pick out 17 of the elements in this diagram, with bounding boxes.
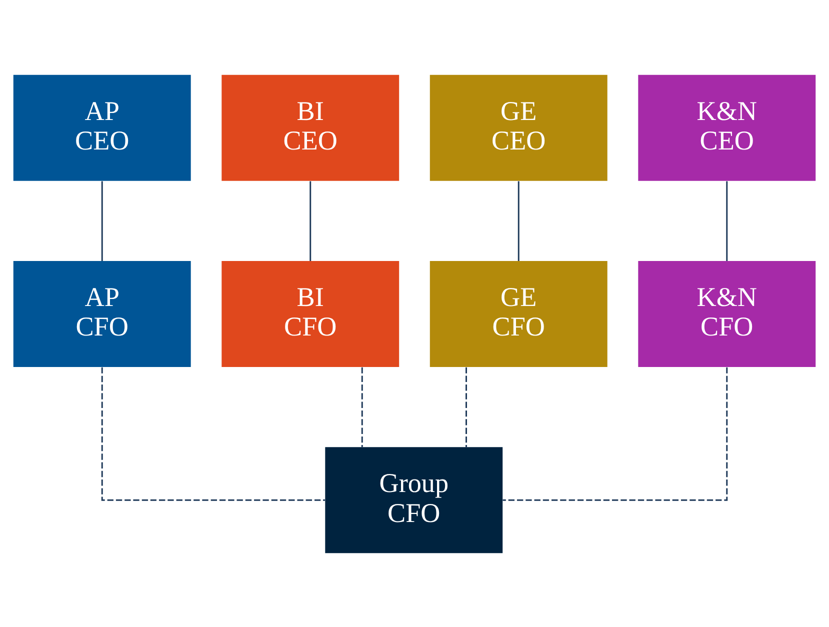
connector <box>361 366 363 447</box>
connector <box>518 180 520 260</box>
node-box: K&N CFO <box>638 260 816 366</box>
connector <box>101 180 103 260</box>
connector <box>466 366 467 447</box>
node-box: BI CFO <box>222 260 400 366</box>
node-box: AP CEO <box>13 74 191 180</box>
node-box: BI CEO <box>222 74 400 180</box>
node-box: GE CFO <box>430 260 608 366</box>
node-box: Group CFO <box>325 446 503 553</box>
connector <box>502 366 728 500</box>
connector <box>310 180 312 260</box>
node-box: GE CEO <box>430 74 608 180</box>
node-box: AP CFO <box>13 260 191 366</box>
connector <box>726 180 728 260</box>
connector <box>101 366 325 500</box>
node-box: K&N CEO <box>638 74 816 180</box>
